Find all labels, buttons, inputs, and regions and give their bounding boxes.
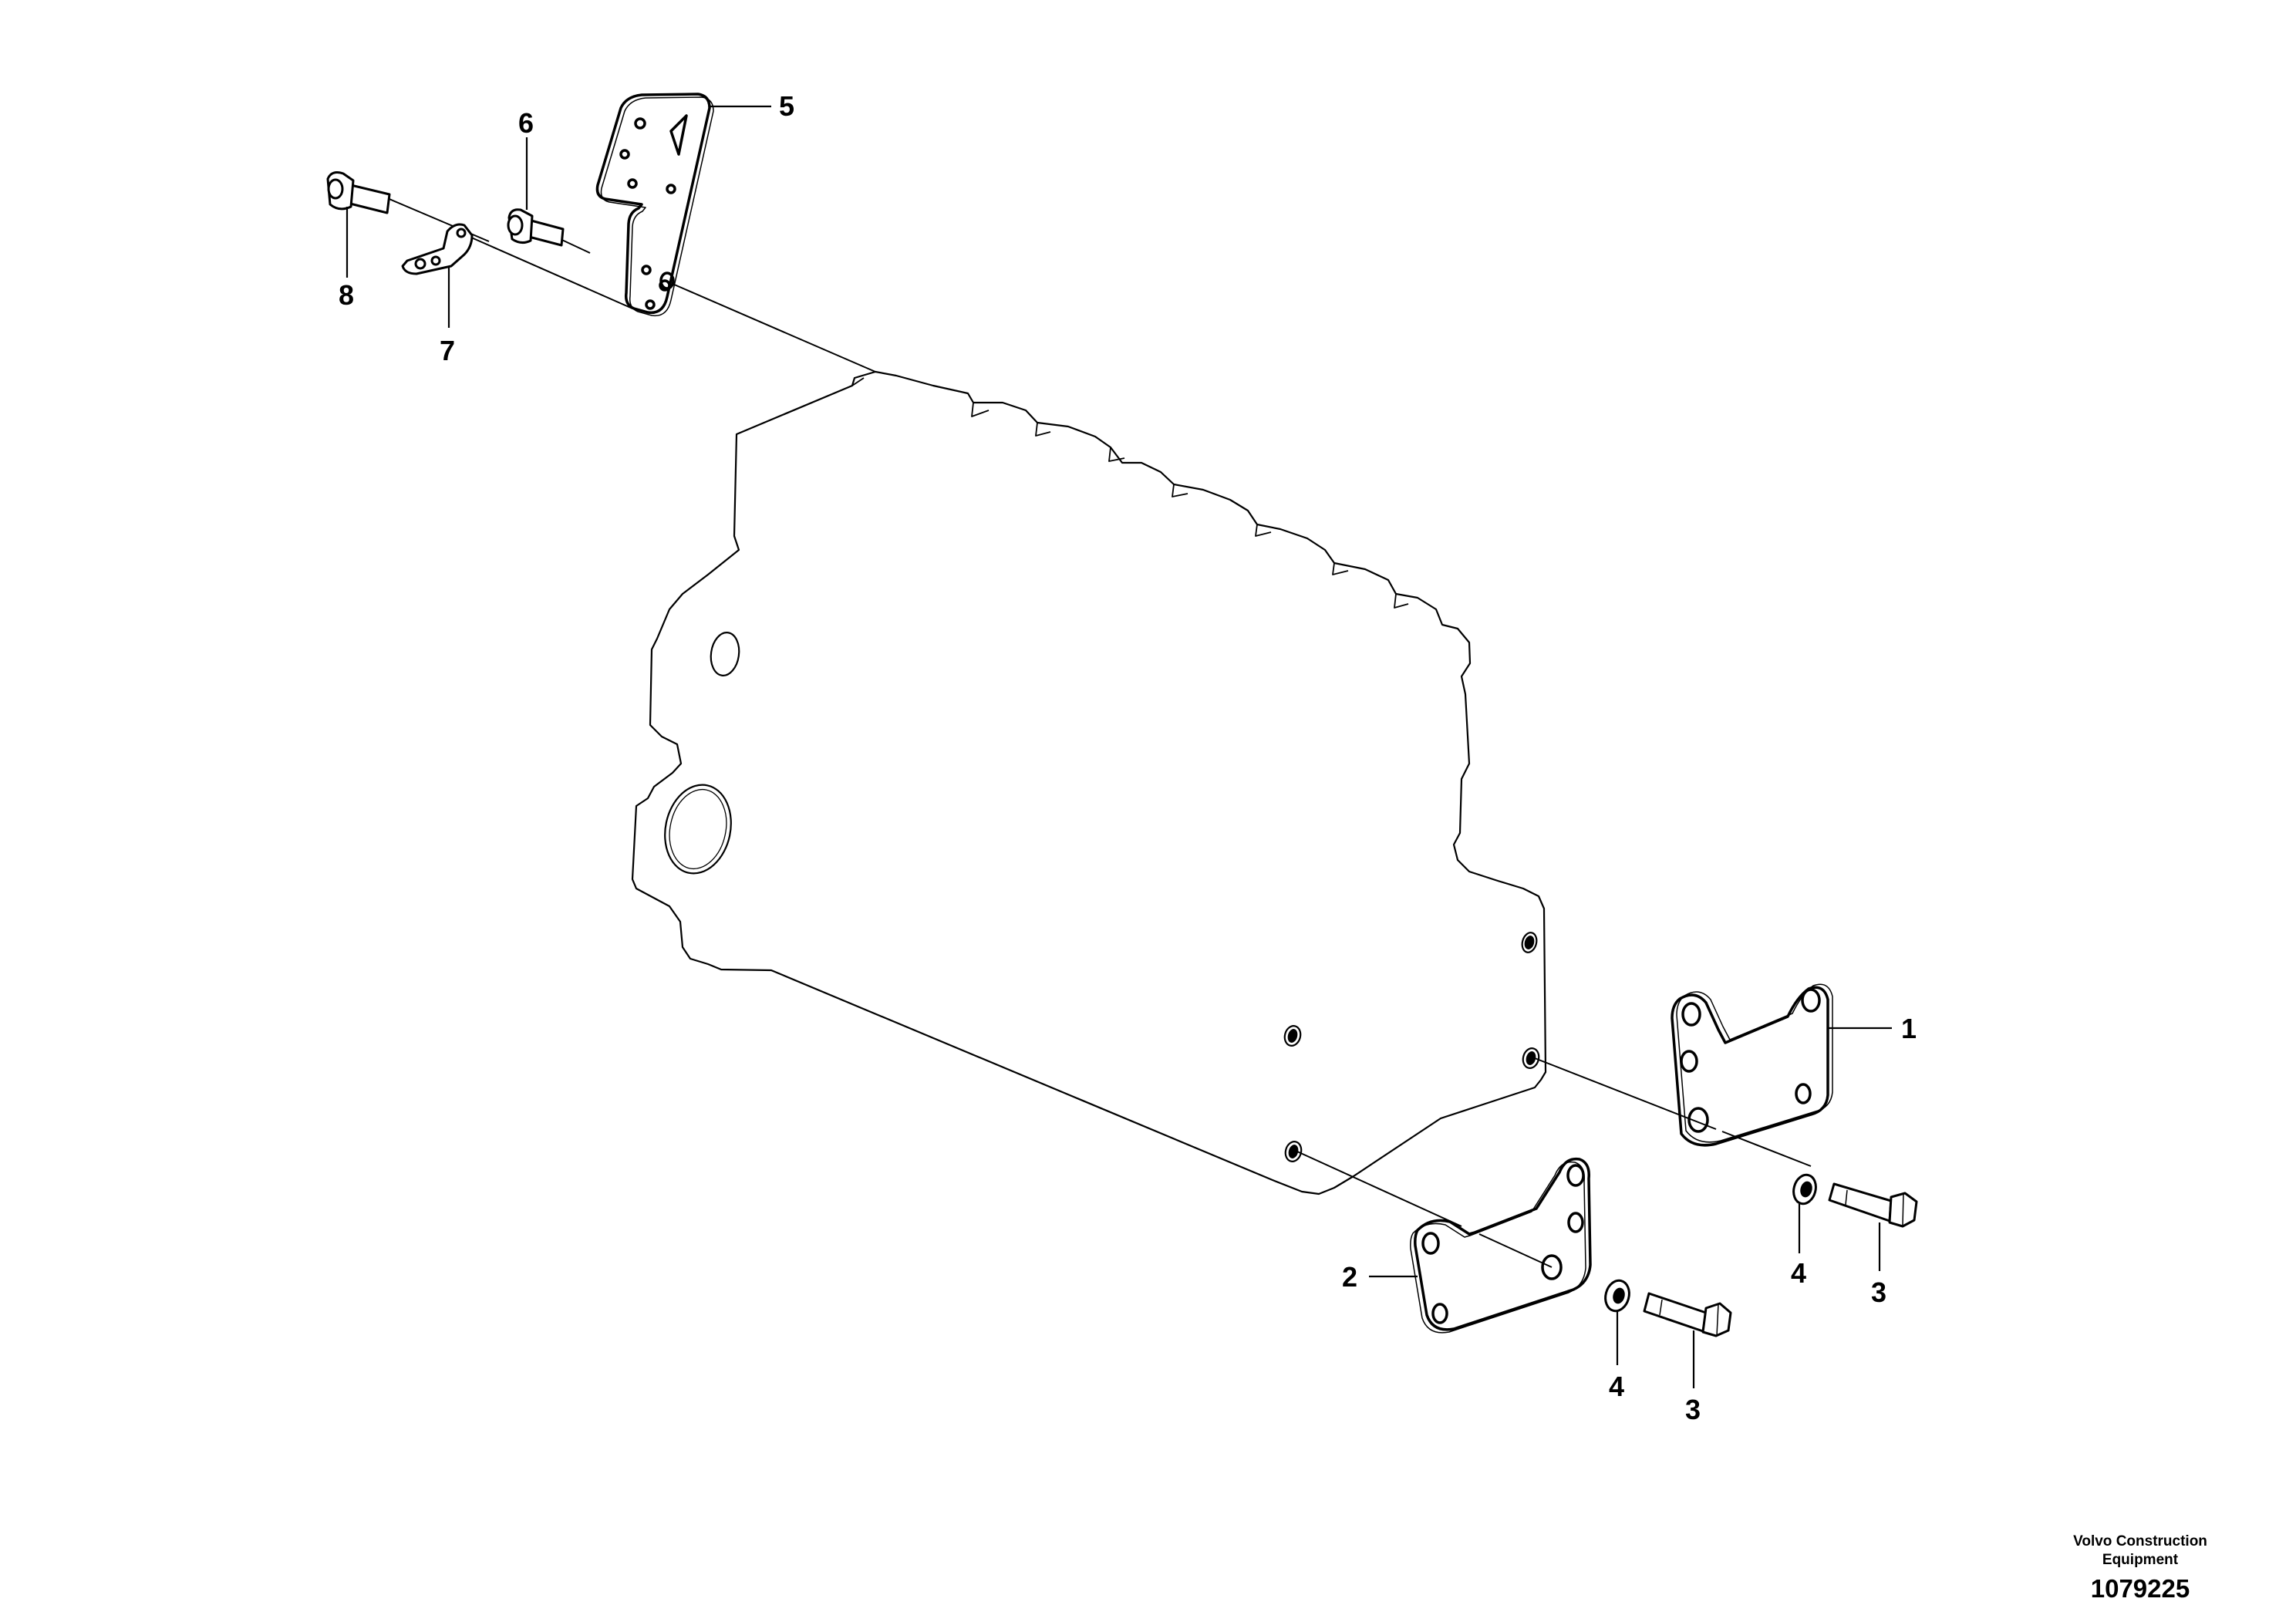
callout-7: 7 [440,335,455,366]
part-4-washer-upper [1792,1173,1817,1206]
part-5-bracket [595,93,714,317]
callout-4-lower: 4 [1609,1371,1624,1402]
callout-8: 8 [339,279,354,311]
part-4-washer-lower [1604,1279,1630,1313]
callout-5: 5 [779,90,794,122]
document-number: 1079225 [2090,1574,2190,1603]
company-name-line-1: Volvo Construction [2073,1533,2207,1549]
callout-3-upper: 3 [1871,1276,1886,1308]
part-8-bolt [326,171,391,214]
part-3-bolt-upper [1828,1182,1918,1228]
part-7-clip [401,223,474,275]
engine-block [631,370,1547,1195]
callout-4-upper: 4 [1791,1257,1806,1289]
company-name-line-2: Equipment [2102,1552,2179,1568]
footer-caption: Volvo Construction Equipment 1079225 [2025,1533,2256,1605]
callout-2: 2 [1342,1261,1357,1293]
part-2-bracket [1410,1157,1592,1334]
part-6-bolt [507,208,565,247]
part-3-bolt-lower [1643,1292,1732,1337]
part-1-bracket [1671,983,1833,1147]
callout-3-lower: 3 [1685,1394,1701,1425]
callout-1: 1 [1901,1013,1917,1044]
callout-6: 6 [518,107,534,139]
callouts: 1 2 4 3 4 3 5 6 7 8 [339,90,1917,1425]
leader-lines [346,105,1892,1388]
